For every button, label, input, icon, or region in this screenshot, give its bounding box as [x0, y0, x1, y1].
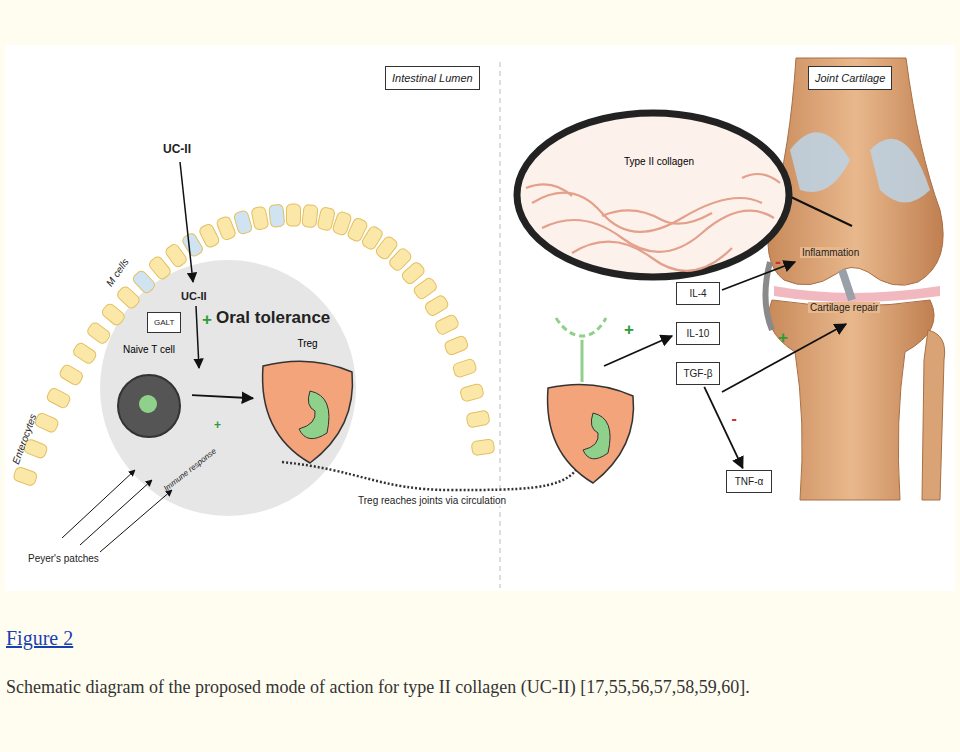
- node-text: IL-10: [683, 328, 713, 339]
- cytokine-box: IL-10: [676, 322, 720, 345]
- enterocyte: [164, 243, 188, 269]
- enterocyte: [198, 223, 220, 249]
- effect-arrow: [722, 324, 846, 392]
- connector-arrow: [192, 395, 253, 398]
- cytokine-box: IL-4: [676, 282, 720, 305]
- uptake-arrow: [180, 162, 193, 282]
- tibia: [769, 300, 934, 500]
- galt-box: GALT: [147, 312, 181, 333]
- node-text: TNF-α: [733, 476, 765, 487]
- node-text: Type II collagen: [624, 156, 694, 167]
- annotation: UC-II: [163, 142, 191, 156]
- ligament: [842, 270, 852, 300]
- enterocyte: [424, 294, 450, 317]
- m-cell: [131, 269, 156, 295]
- effect-arrow: [722, 262, 795, 290]
- node-text: GALT: [154, 318, 174, 327]
- knee-joint: [765, 58, 944, 500]
- sign-mark: -: [775, 252, 781, 273]
- region-heading: Intestinal Lumen: [385, 66, 480, 90]
- enterocyte: [434, 313, 460, 335]
- circulation-path: [282, 462, 576, 490]
- naive-shape: [108, 342, 190, 444]
- sign-mark: +: [624, 320, 634, 340]
- enterocyte: [13, 466, 38, 486]
- enterocyte: [86, 321, 112, 345]
- enterocyte: [286, 204, 300, 226]
- figure-title: Figure 2: [6, 627, 73, 650]
- sign-mark: -: [730, 412, 739, 426]
- annotation: Inflammation: [800, 247, 861, 258]
- treg-cell: [548, 384, 634, 483]
- enterocyte: [216, 215, 237, 241]
- naive-t-cell: Naive T cell: [108, 342, 190, 444]
- node-text: Naive T cell: [108, 344, 190, 355]
- annotation: Treg reaches joints via circulation: [356, 495, 508, 506]
- cartilage: [870, 139, 930, 203]
- enterocyte-layer: [13, 204, 495, 487]
- sign-mark: +: [202, 310, 212, 330]
- node-text: Treg: [255, 338, 360, 349]
- enterocyte: [302, 204, 318, 227]
- enterocyte: [466, 410, 490, 428]
- enterocyte: [412, 276, 438, 300]
- cytokine-box: TGF-β: [676, 362, 720, 385]
- annotation: Cartilage repair: [808, 302, 880, 313]
- enterocyte: [100, 302, 126, 327]
- node-text: Intestinal Lumen: [392, 72, 473, 84]
- annotation: Oral tolerance: [216, 308, 330, 328]
- m-cell: [181, 232, 204, 258]
- cartilage: [790, 132, 850, 192]
- annotation: Peyer's patches: [28, 553, 99, 564]
- cytokine-box: TNF-α: [726, 470, 772, 493]
- galt-region: [100, 260, 356, 516]
- connector-arrow: [704, 387, 742, 468]
- fibula: [922, 330, 945, 500]
- m-cell: [233, 210, 253, 235]
- meniscus: [774, 286, 940, 302]
- sign-mark: +: [214, 418, 221, 432]
- enterocyte: [72, 341, 98, 365]
- enterocyte: [116, 285, 142, 310]
- enterocyte: [58, 363, 84, 386]
- femur: [768, 58, 943, 285]
- m-cell: [269, 204, 285, 227]
- node-text: TGF-β: [683, 368, 713, 379]
- region-heading: Joint Cartilage: [808, 66, 892, 90]
- enterocyte: [147, 255, 172, 281]
- enterocyte: [471, 439, 495, 456]
- enterocyte: [452, 358, 477, 378]
- node-text: IL-4: [683, 288, 713, 299]
- treg-cell: Treg: [255, 336, 360, 466]
- secretion-arrow: [604, 336, 672, 366]
- pointer-arrow: [80, 480, 152, 545]
- enterocyte: [251, 206, 269, 230]
- annotation: Immune response: [162, 447, 218, 494]
- divider-line: [500, 62, 501, 588]
- pointer-arrow: [100, 490, 172, 552]
- annotation: UC-II: [181, 290, 207, 302]
- treg-shape: [255, 336, 360, 466]
- enterocyte: [460, 383, 485, 402]
- node-text: Joint Cartilage: [815, 72, 885, 84]
- sign-mark: +: [778, 328, 788, 348]
- receptor: [556, 318, 606, 382]
- ellipse-shape: [512, 108, 794, 282]
- annotation: M cells: [104, 257, 131, 289]
- annotation: Enterocytes: [10, 412, 38, 465]
- enterocyte: [46, 387, 72, 410]
- enterocyte: [317, 207, 336, 232]
- figure-caption: Schematic diagram of the proposed mode o…: [6, 677, 946, 698]
- enterocyte: [443, 335, 469, 356]
- collagen-callout: Type II collagen: [512, 108, 794, 282]
- uptake-arrow: [196, 306, 199, 368]
